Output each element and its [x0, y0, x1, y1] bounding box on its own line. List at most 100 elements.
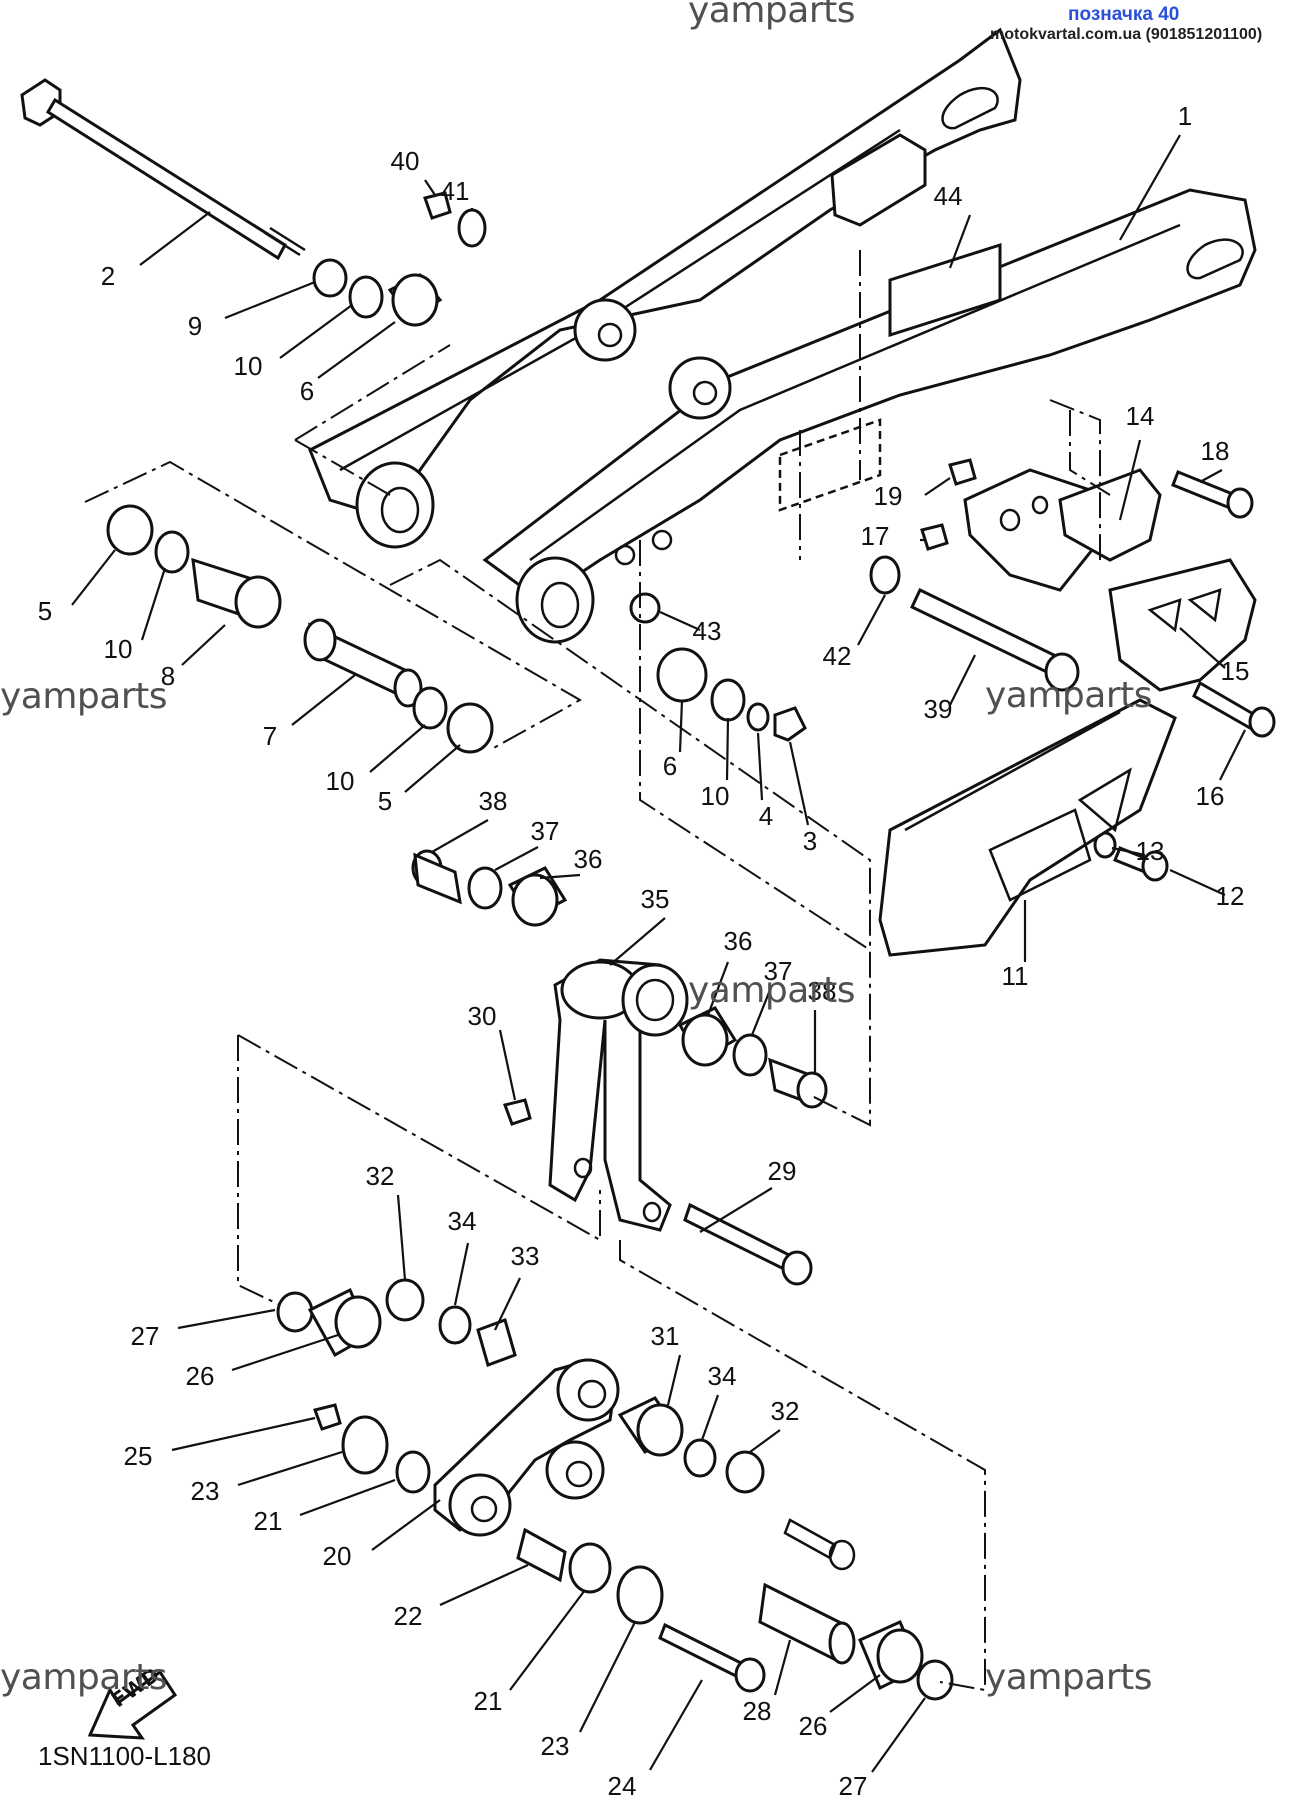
callout-33[interactable]: 33 — [511, 1241, 540, 1271]
callout-5[interactable]: 5 — [378, 786, 392, 816]
leader-line — [369, 724, 426, 773]
callout-11[interactable]: 11 — [1002, 961, 1029, 991]
callout-10[interactable]: 10 — [701, 781, 730, 811]
leader-line — [439, 1563, 529, 1607]
leader-line — [1118, 439, 1142, 521]
callout-4[interactable]: 4 — [759, 801, 773, 831]
callout-27[interactable]: 27 — [131, 1321, 160, 1351]
leader-line — [231, 1333, 339, 1372]
callout-27[interactable]: 27 — [839, 1771, 868, 1801]
callout-7[interactable]: 7 — [263, 721, 277, 751]
callout-13[interactable]: 13 — [1136, 836, 1165, 866]
callout-30[interactable]: 30 — [468, 1001, 497, 1031]
callout-29[interactable]: 29 — [768, 1156, 797, 1186]
leader-line — [71, 549, 116, 606]
callout-14[interactable]: 14 — [1126, 401, 1155, 431]
swingarm — [308, 27, 1257, 644]
leader-line — [140, 567, 167, 641]
callout-34[interactable]: 34 — [448, 1206, 477, 1236]
callout-34[interactable]: 34 — [708, 1361, 737, 1391]
leader-line — [539, 873, 581, 880]
callout-40[interactable]: 40 — [391, 146, 420, 176]
callout-42[interactable]: 42 — [823, 641, 852, 671]
leader-line — [424, 179, 436, 196]
leader-line — [299, 1478, 396, 1517]
callout-23[interactable]: 23 — [191, 1476, 220, 1506]
leader-line — [1119, 134, 1181, 241]
callout-32[interactable]: 32 — [771, 1396, 800, 1426]
callout-39[interactable]: 39 — [924, 694, 953, 724]
leader-line — [666, 1354, 682, 1406]
leader-line — [139, 211, 211, 266]
watermark-center: yamparts — [688, 970, 856, 1011]
callout-10[interactable]: 10 — [326, 766, 355, 796]
callout-23[interactable]: 23 — [541, 1731, 570, 1761]
leader-line — [871, 1697, 926, 1773]
callout-44[interactable]: 44 — [934, 181, 963, 211]
callout-26[interactable]: 26 — [799, 1711, 828, 1741]
callout-12[interactable]: 12 — [1216, 881, 1245, 911]
callout-3[interactable]: 3 — [803, 826, 817, 856]
leader-line — [431, 819, 489, 853]
leader-line — [579, 1621, 636, 1733]
callout-36[interactable]: 36 — [574, 844, 603, 874]
callout-41[interactable]: 41 — [441, 176, 470, 206]
callout-28[interactable]: 28 — [743, 1696, 772, 1726]
callout-35[interactable]: 35 — [641, 884, 670, 914]
leader-line — [224, 280, 316, 320]
callout-36[interactable]: 36 — [724, 926, 753, 956]
callout-37[interactable]: 37 — [531, 816, 560, 846]
callout-19[interactable]: 19 — [874, 481, 903, 511]
chain-slider — [878, 698, 1177, 957]
callout-38[interactable]: 38 — [479, 786, 508, 816]
callout-43[interactable]: 43 — [693, 616, 722, 646]
callout-6[interactable]: 6 — [663, 751, 677, 781]
hardware-parts — [106, 191, 1276, 882]
callout-21[interactable]: 21 — [474, 1686, 503, 1716]
leader-line — [750, 989, 772, 1036]
leader-line — [494, 846, 539, 871]
callout-17[interactable]: 17 — [861, 521, 890, 551]
callout-21[interactable]: 21 — [254, 1506, 283, 1536]
callout-26[interactable]: 26 — [186, 1361, 215, 1391]
callout-22[interactable]: 22 — [394, 1601, 423, 1631]
watermark-bottom-right: yamparts — [985, 1657, 1153, 1698]
callout-5[interactable]: 5 — [38, 596, 52, 626]
tag-link[interactable]: позначка 40 — [1068, 4, 1180, 25]
callout-16[interactable]: 16 — [1196, 781, 1225, 811]
callout-10[interactable]: 10 — [234, 351, 263, 381]
callout-9[interactable]: 9 — [188, 311, 202, 341]
callout-32[interactable]: 32 — [366, 1161, 395, 1191]
callout-10[interactable]: 10 — [104, 634, 133, 664]
callout-18[interactable]: 18 — [1201, 436, 1230, 466]
leader-line — [924, 477, 951, 496]
callout-2[interactable]: 2 — [101, 261, 115, 291]
leader-line — [749, 1429, 781, 1453]
leader-line — [498, 1029, 517, 1101]
callout-38[interactable]: 38 — [808, 976, 837, 1006]
callout-37[interactable]: 37 — [764, 956, 793, 986]
callout-6[interactable]: 6 — [300, 376, 314, 406]
leader-line — [1199, 469, 1223, 483]
leader-line — [829, 1674, 881, 1713]
leader-line — [1111, 846, 1146, 857]
leader-line — [171, 1416, 316, 1452]
leader-lines — [71, 134, 1246, 1773]
assembly-lines — [84, 250, 1111, 1692]
leader-line — [404, 744, 461, 793]
leader-line — [181, 624, 226, 666]
callout-25[interactable]: 25 — [124, 1441, 153, 1471]
callout-8[interactable]: 8 — [161, 661, 175, 691]
callout-20[interactable]: 20 — [323, 1541, 352, 1571]
pivot-shaft — [20, 78, 306, 261]
leader-line — [371, 1499, 441, 1551]
callout-24[interactable]: 24 — [608, 1771, 637, 1801]
callout-1[interactable]: 1 — [1178, 101, 1192, 131]
leader-line — [756, 732, 764, 801]
leader-line — [706, 961, 730, 1016]
callout-15[interactable]: 15 — [1221, 656, 1250, 686]
leader-line — [700, 1394, 720, 1441]
callout-31[interactable]: 31 — [651, 1321, 680, 1351]
